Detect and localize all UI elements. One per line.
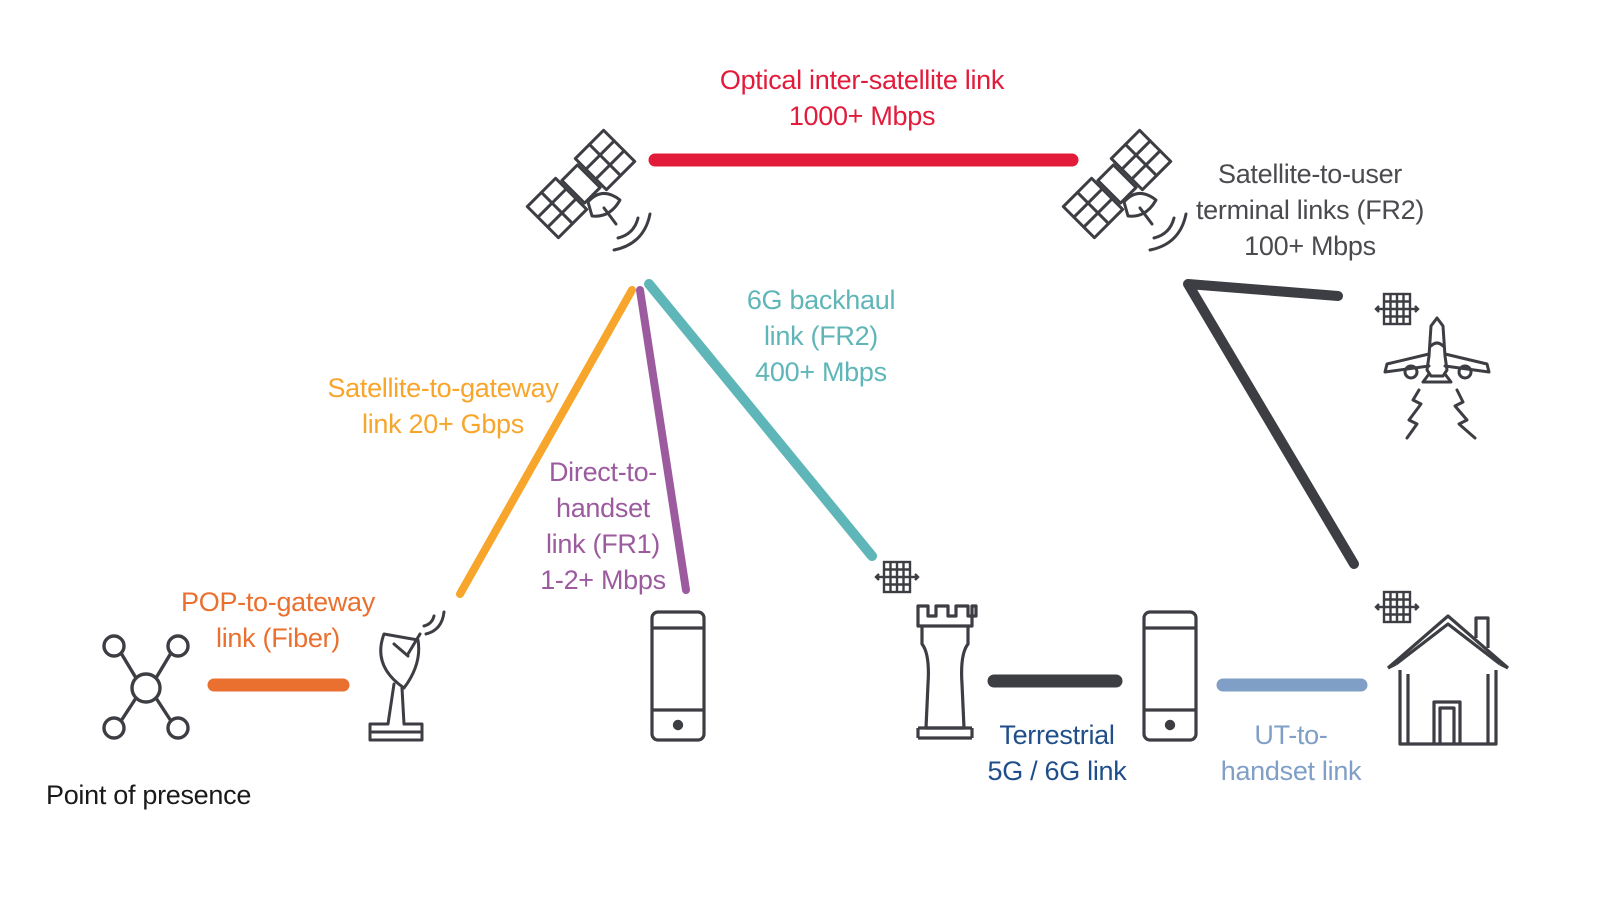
optical-link-label-line1: Optical inter-satellite link bbox=[719, 65, 1005, 95]
gateway-link-label-line1: Satellite-to-gateway bbox=[327, 373, 559, 403]
user-terminal-link-line bbox=[1183, 279, 1359, 569]
handset-link-line bbox=[636, 286, 690, 594]
flat-panel-terminal-icon bbox=[874, 560, 920, 594]
terrestrial-link-label-line1: Terrestrial bbox=[999, 720, 1115, 750]
cell-tower-icon bbox=[916, 604, 978, 740]
handset-link-label-line1: Direct-to- bbox=[548, 457, 657, 487]
backhaul-link-label-line2: link (FR2) bbox=[763, 321, 878, 351]
user-terminal-link-label-line3: 100+ Mbps bbox=[1244, 231, 1376, 261]
gateway-link-label: Satellite-to-gateway link 20+ Gbps bbox=[318, 370, 568, 442]
pop-gateway-link-label-line2: link (Fiber) bbox=[216, 623, 340, 653]
user-terminal-link-label-line2: terminal links (FR2) bbox=[1195, 195, 1425, 225]
handset-link-label-line2: handset bbox=[556, 493, 650, 523]
backhaul-link-label-line3: 400+ Mbps bbox=[755, 357, 887, 387]
ut-handset-link-label: UT-to- handset link bbox=[1206, 717, 1376, 789]
terrestrial-link-label-line2: 5G / 6G link bbox=[987, 756, 1127, 786]
gateway-link-line bbox=[456, 286, 636, 598]
pop-gateway-link-label-line1: POP-to-gateway bbox=[181, 587, 375, 617]
user-terminal-link-label: Satellite-to-user terminal links (FR2) 1… bbox=[1190, 156, 1430, 264]
backhaul-link-label-line1: 6G backhaul bbox=[746, 285, 896, 315]
satellite-icon bbox=[1061, 128, 1188, 252]
ut-handset-link-label-line2: handset link bbox=[1220, 756, 1362, 786]
user-terminal-link-label-line1: Satellite-to-user bbox=[1218, 159, 1402, 189]
terrestrial-link-label: Terrestrial 5G / 6G link bbox=[962, 717, 1152, 789]
house-icon bbox=[1386, 614, 1510, 746]
pop-gateway-link-label: POP-to-gateway link (Fiber) bbox=[168, 584, 388, 656]
flat-panel-terminal-icon bbox=[1374, 590, 1420, 624]
satellite-icon bbox=[525, 128, 652, 252]
satellite-dish-icon bbox=[368, 610, 446, 742]
backhaul-link-line bbox=[644, 279, 877, 561]
optical-link-label-line2: 1000+ Mbps bbox=[788, 101, 936, 131]
backhaul-link-label: 6G backhaul link (FR2) 400+ Mbps bbox=[726, 282, 916, 390]
handset-link-label-line4: 1-2+ Mbps bbox=[540, 565, 666, 595]
airplane-icon bbox=[1383, 316, 1491, 440]
handset-link-label: Direct-to- handset link (FR1) 1-2+ Mbps bbox=[528, 454, 678, 598]
ut-handset-link-label-line1: UT-to- bbox=[1254, 720, 1328, 750]
handset-link-label-line3: link (FR1) bbox=[545, 529, 660, 559]
optical-link-label: Optical inter-satellite link 1000+ Mbps bbox=[712, 62, 1012, 134]
network-hub-icon bbox=[102, 634, 190, 740]
point-of-presence-label-text: Point of presence bbox=[46, 780, 252, 810]
flat-panel-terminal-icon bbox=[1374, 292, 1420, 326]
smartphone-icon bbox=[650, 610, 706, 742]
gateway-link-label-line2: link 20+ Gbps bbox=[362, 409, 524, 439]
point-of-presence-label: Point of presence bbox=[46, 777, 251, 813]
